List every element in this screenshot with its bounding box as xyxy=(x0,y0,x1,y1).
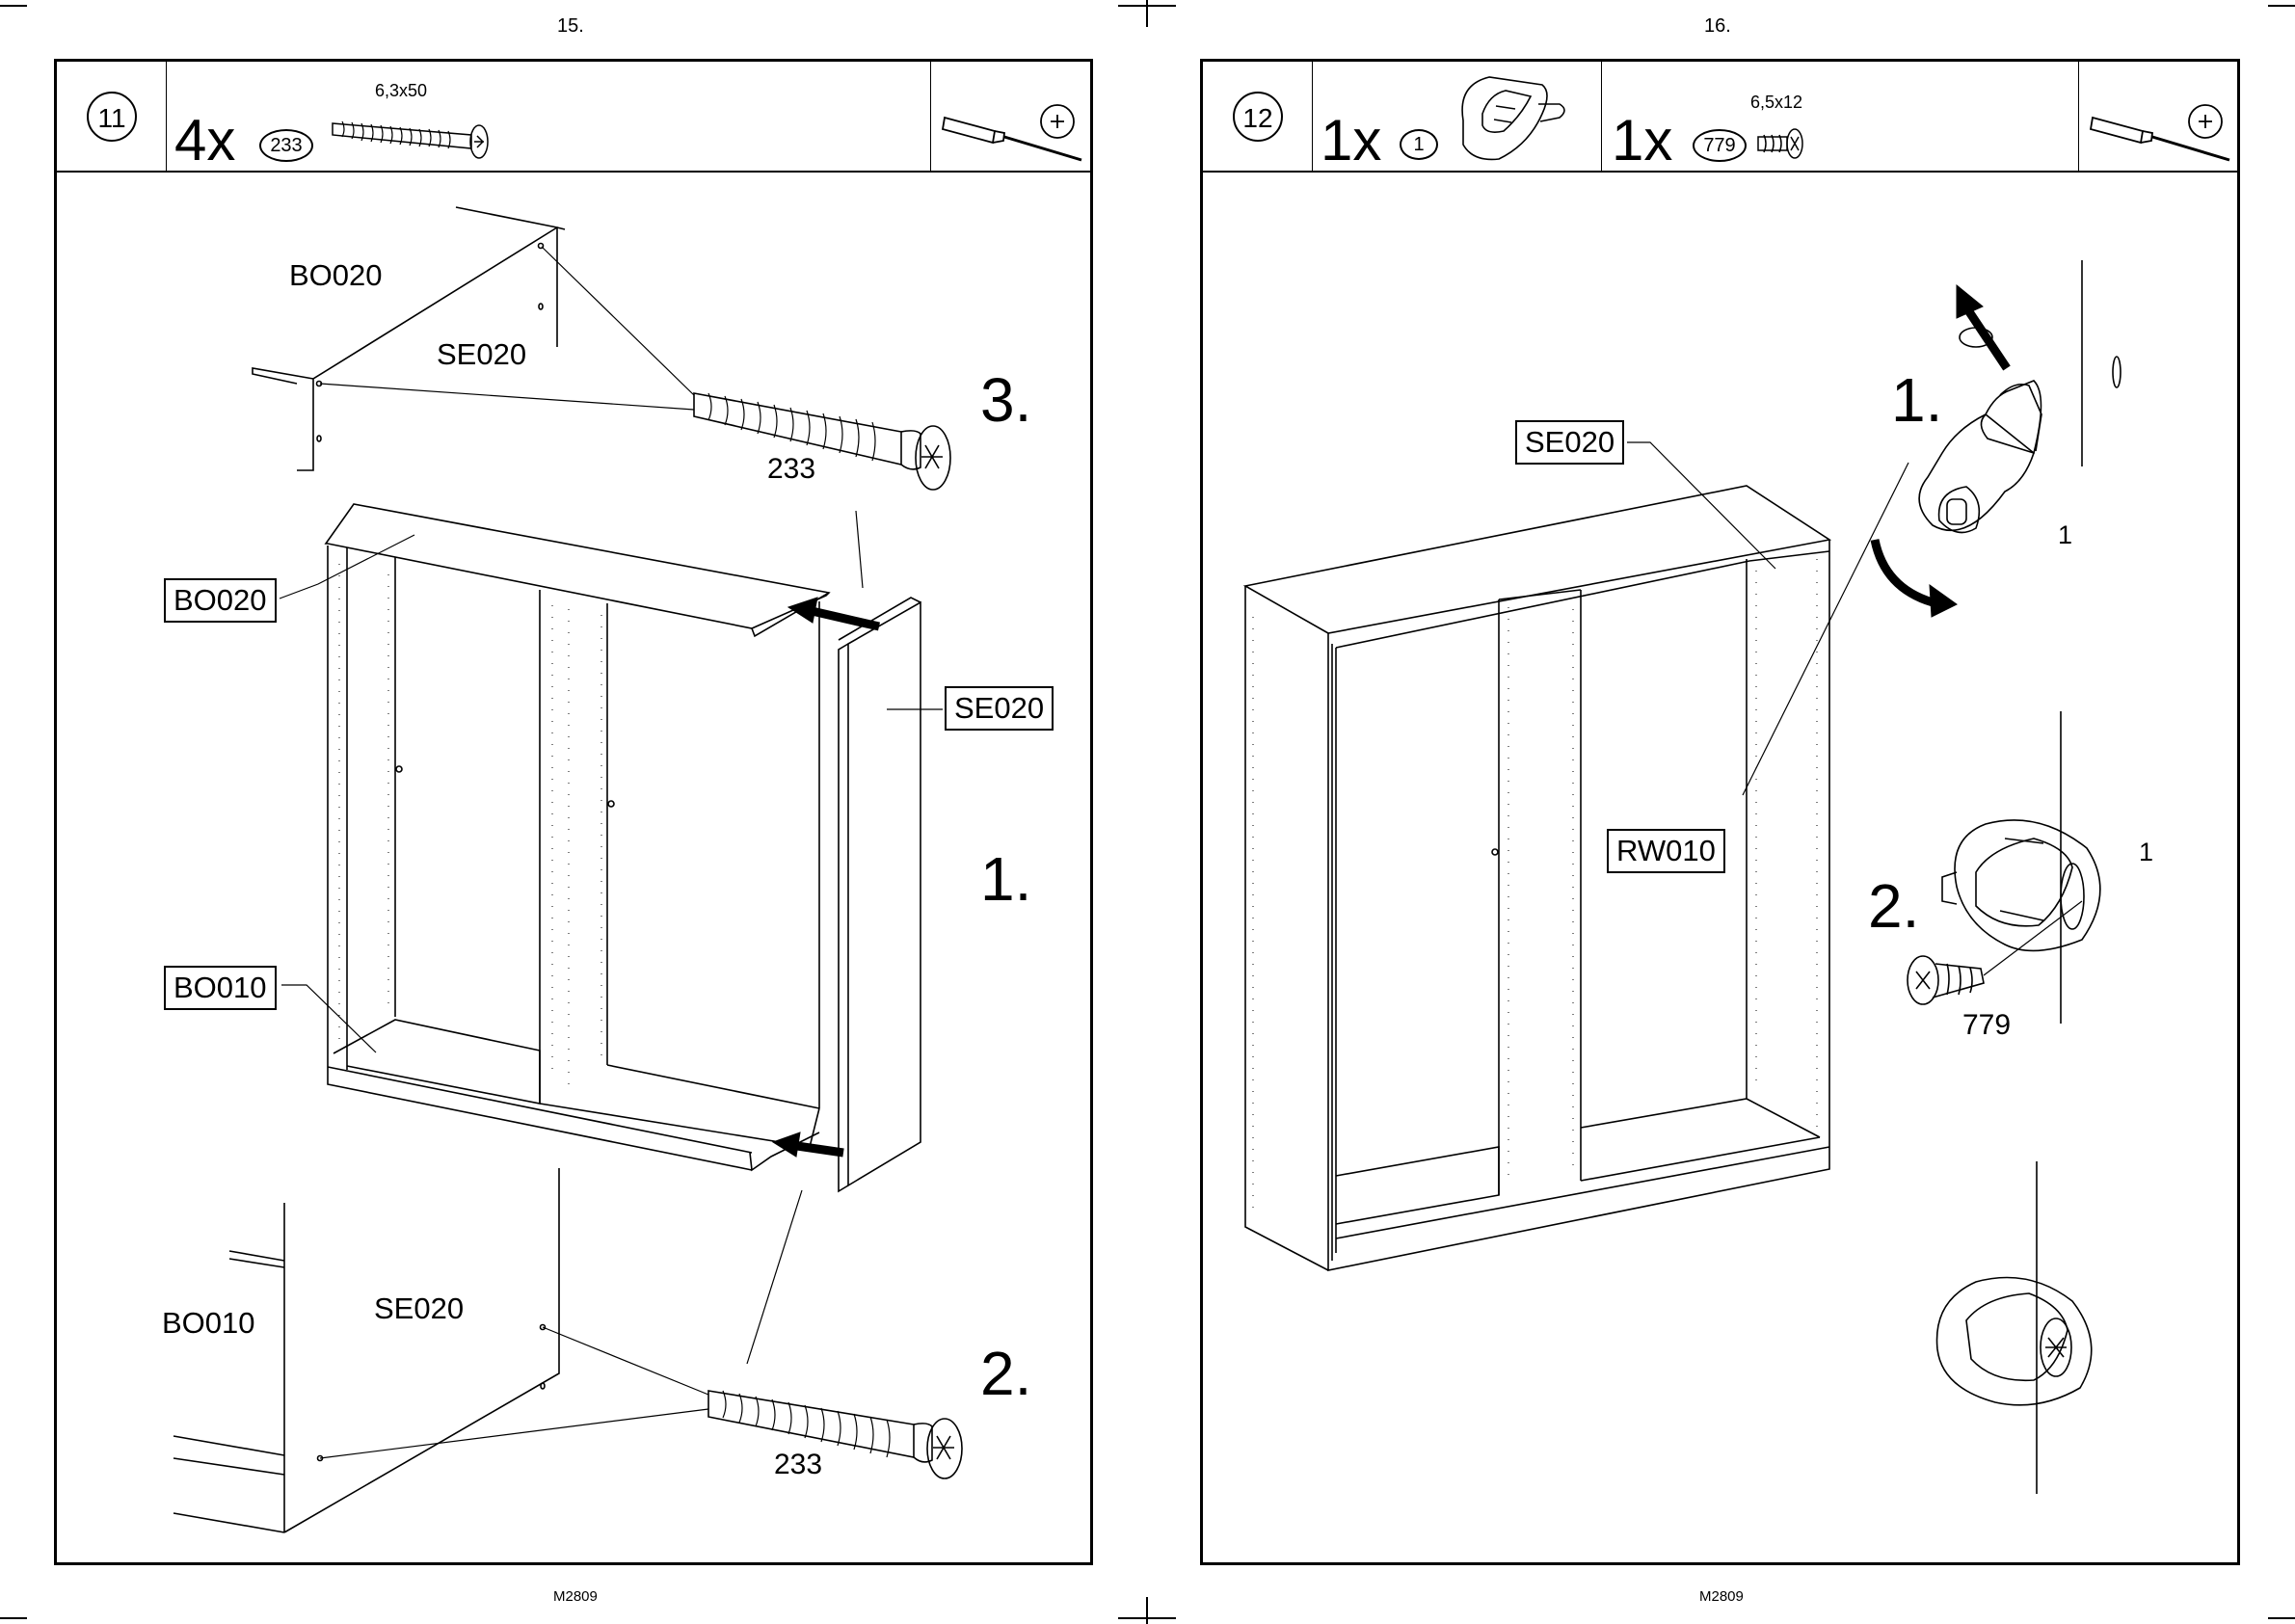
step-marker-1: 1. xyxy=(1891,369,1942,431)
label-screw-779: 779 xyxy=(1962,1009,2011,1042)
rotation-arrows xyxy=(1875,285,2007,617)
label-box-se020: SE020 xyxy=(1515,420,1624,465)
footer-code: M2809 xyxy=(1699,1588,1744,1605)
label-part-1-middle: 1 xyxy=(2139,838,2153,867)
step-marker-2: 2. xyxy=(1868,875,1919,937)
label-part-1-top: 1 xyxy=(2058,520,2072,550)
label-box-rw010: RW010 xyxy=(1607,829,1725,873)
